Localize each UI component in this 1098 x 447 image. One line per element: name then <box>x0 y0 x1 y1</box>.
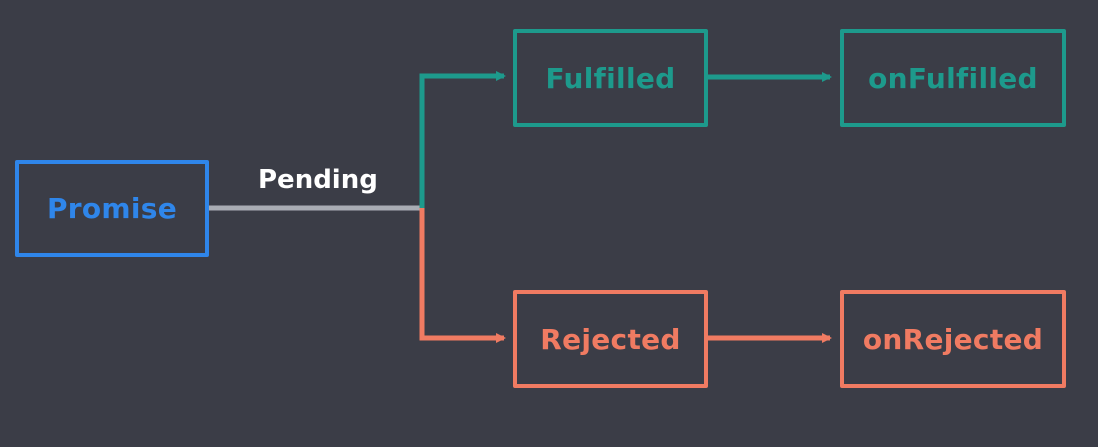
rejected-branch-connector <box>419 208 506 343</box>
fulfilled-node: Fulfilled <box>513 29 708 127</box>
fulfilled-branch-connector <box>419 71 506 208</box>
promise-node: Promise <box>15 160 209 257</box>
on-rejected-node-label: onRejected <box>862 322 1044 356</box>
rejected-node: Rejected <box>513 290 708 388</box>
promise-node-label: Promise <box>46 192 178 225</box>
on-fulfilled-node: onFulfilled <box>840 29 1066 127</box>
fulfilled-node-label: Fulfilled <box>545 61 676 95</box>
pending-edge-label: Pending <box>258 165 378 195</box>
on-rejected-node: onRejected <box>840 290 1066 388</box>
rejected-node-label: Rejected <box>540 322 681 356</box>
on-fulfilled-node-label: onFulfilled <box>868 61 1038 95</box>
